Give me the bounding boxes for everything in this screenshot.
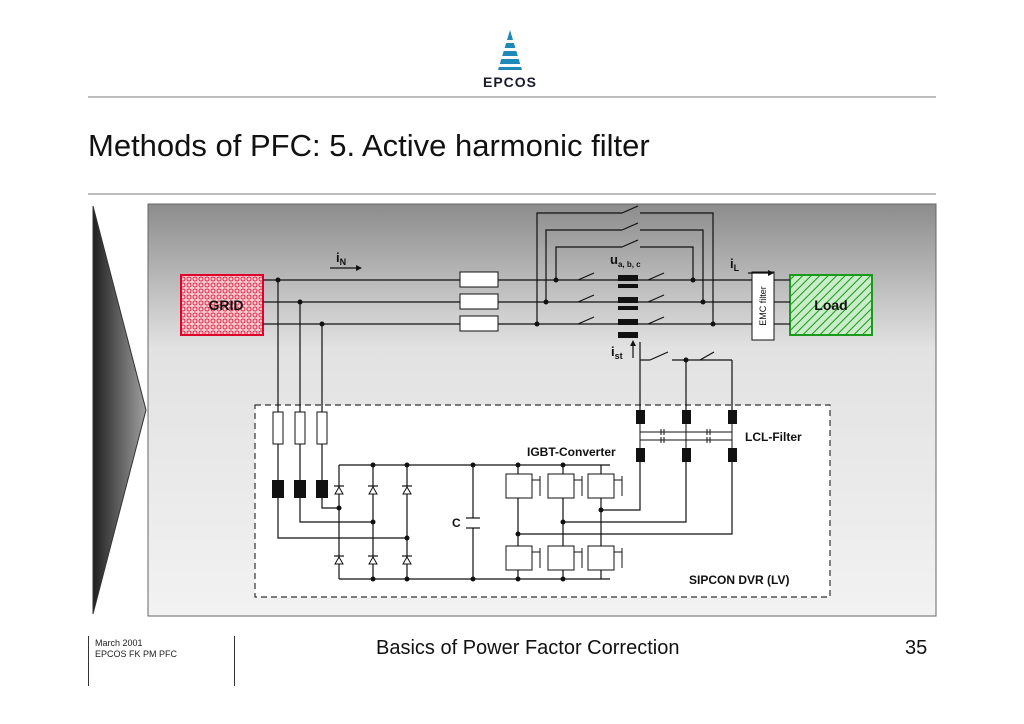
converter-outputs	[518, 460, 733, 535]
sipcon-label: SIPCON DVR (LV)	[689, 573, 789, 587]
footer-divider-left	[88, 636, 89, 686]
page-number: 35	[905, 637, 928, 659]
grid-box	[180, 274, 264, 336]
rectifier-feeds	[277, 280, 407, 539]
capacitor-label: C	[452, 516, 461, 530]
active-filter-diagram: GRID Load EMC filter	[0, 196, 1024, 626]
footer-date: March 2001	[95, 638, 143, 648]
emc-filter-box	[751, 271, 775, 341]
footer-divider-right	[234, 636, 235, 686]
load-label: Load	[814, 297, 847, 313]
igbt-switches	[505, 473, 615, 571]
header-rule	[88, 96, 936, 98]
load-box	[789, 274, 873, 336]
sipcon-box	[254, 404, 831, 598]
series-transformers	[618, 275, 638, 338]
il-label: iL	[730, 256, 740, 273]
footer-title: Basics of Power Factor Correction	[376, 637, 680, 659]
injection-switches	[639, 342, 733, 410]
line-fuses	[459, 271, 499, 332]
left-arrow-shape	[92, 205, 147, 615]
epcos-logo	[470, 28, 550, 90]
lcl-capacitors	[639, 424, 733, 448]
series-switches	[577, 272, 665, 325]
footer-dept: EPCOS FK PM PFC	[95, 649, 178, 659]
emc-label: EMC filter	[758, 286, 768, 326]
grid-label: GRID	[209, 297, 244, 313]
page-title: Methods of PFC: 5. Active harmonic filte…	[88, 128, 650, 163]
u-label: ua, b, c	[610, 252, 641, 269]
lcl-label: LCL-Filter	[745, 430, 802, 444]
ist-label: ist	[611, 344, 623, 361]
logo-text: EPCOS	[482, 74, 537, 90]
title-rule	[88, 193, 936, 195]
lcl-inductors	[636, 410, 737, 462]
in-label: iN	[336, 250, 346, 267]
igbt-label: IGBT-Converter	[527, 445, 616, 459]
phase-lines	[263, 279, 790, 325]
bypass-network	[536, 205, 714, 324]
